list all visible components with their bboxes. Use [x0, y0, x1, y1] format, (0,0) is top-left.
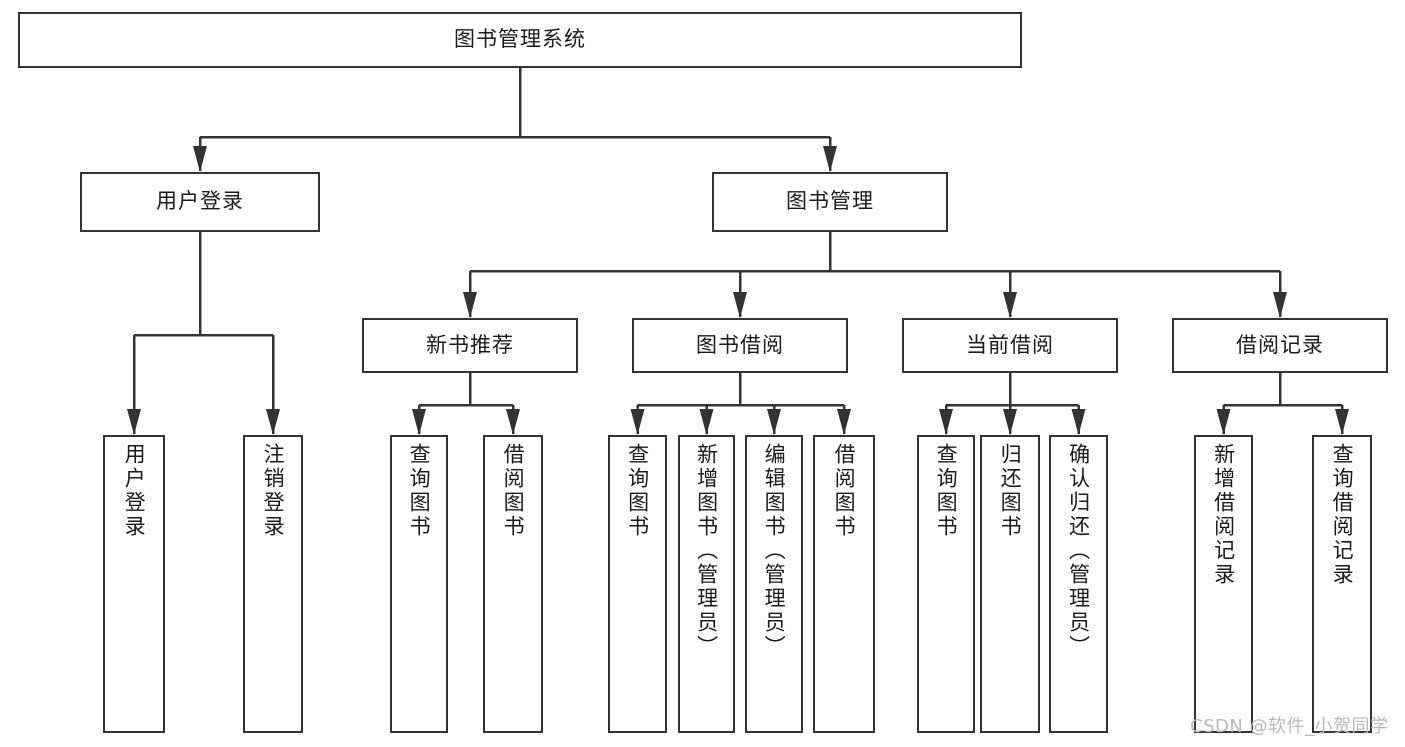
node-label: 图书管理系统: [454, 27, 586, 52]
node-borrow-record[interactable]: 借阅记录: [1172, 318, 1388, 373]
node-leaf-query-book-2[interactable]: 查询图书: [608, 435, 667, 733]
node-leaf-borrow-book-2[interactable]: 借阅图书: [813, 435, 875, 733]
node-label: 查询图书: [407, 443, 432, 539]
node-book-manage[interactable]: 图书管理: [712, 172, 948, 232]
node-leaf-query-record[interactable]: 查询借阅记录: [1312, 435, 1372, 733]
node-leaf-borrow-book-1[interactable]: 借阅图书: [483, 435, 543, 733]
node-label: 查询借阅记录: [1330, 443, 1355, 587]
node-leaf-confirm-return[interactable]: 确认归还（管理员）: [1049, 435, 1108, 733]
node-label: 借阅记录: [1236, 332, 1324, 357]
watermark-label: CSDN @软件_小贺同学: [1190, 716, 1389, 737]
node-leaf-query-book-1[interactable]: 查询图书: [390, 435, 448, 733]
node-label: 注销登录: [261, 443, 286, 539]
node-label: 新增借阅记录: [1211, 443, 1236, 587]
node-book-borrow[interactable]: 图书借阅: [632, 318, 848, 373]
node-root[interactable]: 图书管理系统: [18, 12, 1022, 68]
node-label: 查询图书: [934, 443, 959, 539]
node-user-login[interactable]: 用户登录: [80, 172, 320, 232]
node-leaf-user-login[interactable]: 用户登录: [103, 435, 165, 733]
node-leaf-add-book[interactable]: 新增图书（管理员）: [678, 435, 735, 733]
node-leaf-query-book-3[interactable]: 查询图书: [917, 435, 975, 733]
node-label: 借阅图书: [832, 443, 857, 539]
node-current-borrow[interactable]: 当前借阅: [902, 318, 1118, 373]
node-label: 确认归还（管理员）: [1066, 443, 1091, 659]
node-label: 归还图书: [998, 443, 1023, 539]
node-label: 图书管理: [786, 189, 874, 214]
node-label: 新增图书（管理员）: [694, 443, 719, 659]
node-leaf-return-book[interactable]: 归还图书: [980, 435, 1040, 733]
node-label: 借阅图书: [501, 443, 526, 539]
node-label: 查询图书: [625, 443, 650, 539]
node-new-book-rec[interactable]: 新书推荐: [362, 318, 578, 373]
node-label: 用户登录: [122, 443, 147, 539]
node-label: 新书推荐: [426, 332, 514, 357]
node-label: 用户登录: [156, 189, 244, 214]
node-label: 编辑图书（管理员）: [762, 443, 787, 659]
node-leaf-add-record[interactable]: 新增借阅记录: [1194, 435, 1253, 733]
node-leaf-logout[interactable]: 注销登录: [243, 435, 303, 733]
node-leaf-edit-book[interactable]: 编辑图书（管理员）: [745, 435, 803, 733]
node-label: 图书借阅: [696, 332, 784, 357]
node-label: 当前借阅: [966, 332, 1054, 357]
